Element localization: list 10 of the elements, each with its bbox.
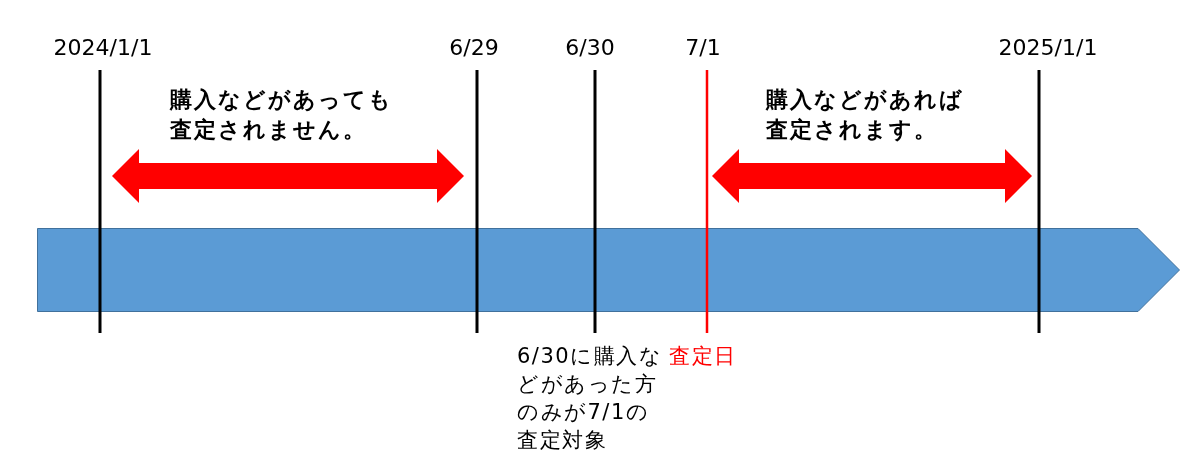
timeline-band bbox=[37, 228, 1180, 312]
date-label: 6/29 bbox=[449, 35, 499, 61]
note-text: 購入などがあっても査定されません。 bbox=[170, 86, 394, 144]
note-text: 購入などがあれば査定されます。 bbox=[766, 86, 965, 144]
date-label: 2025/1/1 bbox=[998, 35, 1098, 61]
note-text: 査定日 bbox=[669, 343, 737, 370]
note-text: 6/30に購入などがあった方のみが7/1の査定対象 bbox=[517, 343, 664, 454]
date-label: 2024/1/1 bbox=[53, 35, 153, 61]
date-label: 7/1 bbox=[685, 35, 721, 61]
date-label: 6/30 bbox=[565, 35, 615, 61]
